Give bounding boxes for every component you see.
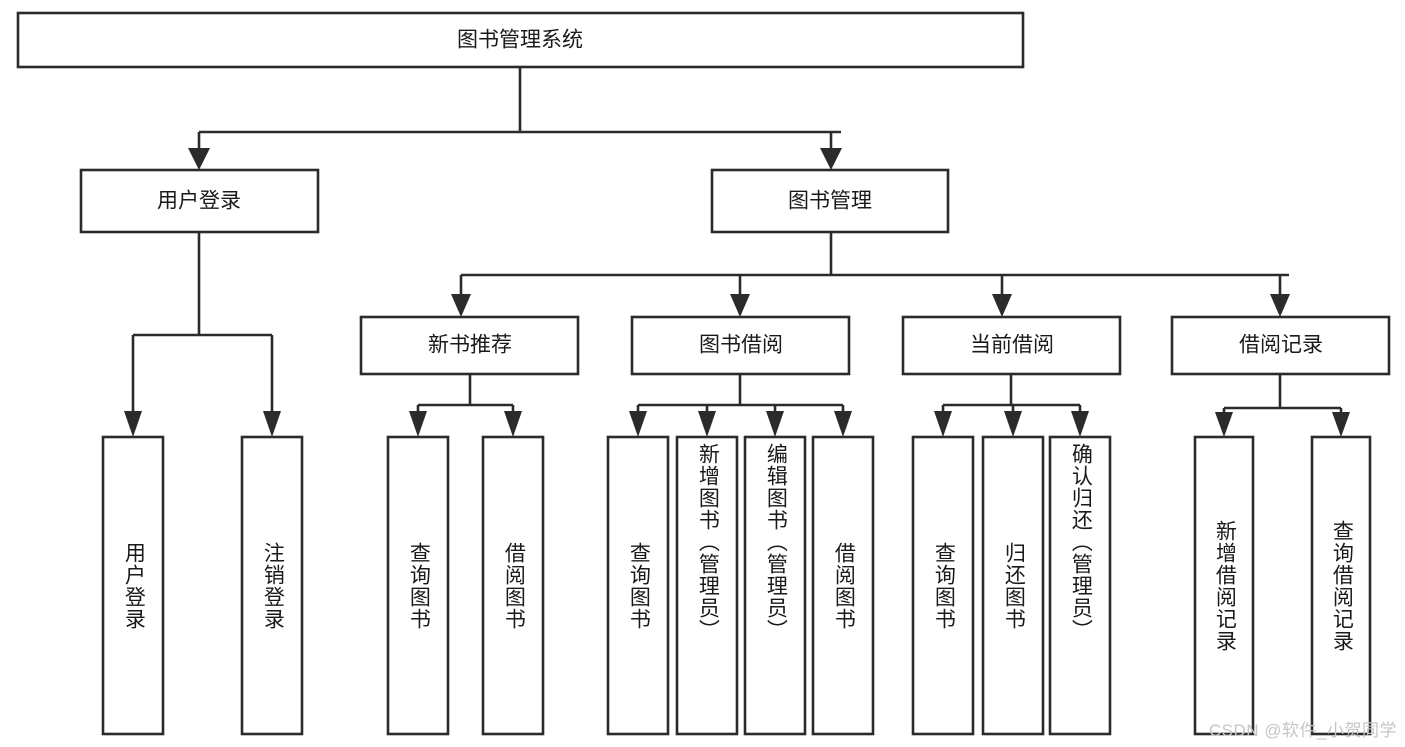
node-book-borrow-box[interactable]: [630, 315, 851, 376]
node-leaf-user-login-box[interactable]: [101, 435, 165, 736]
connectors-book-manage-to-level3: [451, 232, 1290, 317]
node-user-login[interactable]: 用户登录: [79, 168, 320, 234]
arrowhead-book-manage: [820, 148, 842, 170]
arrowhead-leaf-return-book: [1004, 411, 1022, 437]
node-leaf-query-book-2-box[interactable]: [606, 435, 670, 736]
arrowhead-book-borrow: [730, 294, 750, 317]
node-current-borrow-box[interactable]: [901, 315, 1122, 376]
node-user-login-label: 用户登录: [157, 190, 241, 213]
node-current-borrow[interactable]: 当前借阅: [901, 315, 1122, 376]
node-book-manage-label: 图书管理: [788, 190, 872, 213]
node-leaf-return-book-box[interactable]: [981, 435, 1045, 736]
node-new-book-recommend[interactable]: 新书推荐: [359, 315, 580, 376]
connectors-user-login-to-leaves: [124, 232, 281, 437]
arrowhead-leaf-edit-book: [766, 411, 784, 437]
arrowhead-new-book-recommend: [451, 294, 471, 317]
arrowhead-leaf-query-book-3: [934, 411, 952, 437]
arrowhead-leaf-user-login: [124, 411, 142, 437]
csdn-watermark: CSDN @软件_小贺同学: [1208, 721, 1397, 740]
leaf-nodes: [101, 435, 1372, 736]
node-leaf-confirm-return-box[interactable]: [1048, 435, 1112, 736]
node-new-book-recommend-box[interactable]: [359, 315, 580, 376]
connectors-current-borrow-to-leaves: [934, 374, 1089, 437]
node-book-borrow[interactable]: 图书借阅: [630, 315, 851, 376]
node-borrow-record-box[interactable]: [1170, 315, 1391, 376]
node-user-login-box[interactable]: [79, 168, 320, 234]
arrowhead-leaf-add-borrow-record: [1215, 412, 1233, 437]
node-borrow-record-label: 借阅记录: [1239, 334, 1323, 357]
node-root-label: 图书管理系统: [457, 29, 583, 52]
connectors-root-to-level2: [188, 67, 842, 170]
node-leaf-query-borrow-record-box[interactable]: [1310, 435, 1372, 736]
node-leaf-add-book-box[interactable]: [675, 435, 739, 736]
arrowhead-leaf-logout-login: [263, 411, 281, 437]
node-book-borrow-label: 图书借阅: [699, 334, 783, 357]
node-borrow-record[interactable]: 借阅记录: [1170, 315, 1391, 376]
node-leaf-query-book-1-box[interactable]: [386, 435, 450, 736]
arrowhead-leaf-borrow-book-2: [834, 411, 852, 437]
node-new-book-recommend-label: 新书推荐: [428, 334, 512, 357]
arrowhead-user-login: [188, 148, 210, 170]
arrowhead-leaf-query-borrow-record: [1332, 412, 1350, 437]
arrowhead-leaf-borrow-book-1: [504, 411, 522, 437]
node-leaf-logout-login-box[interactable]: [240, 435, 304, 736]
node-leaf-add-borrow-record-box[interactable]: [1193, 435, 1255, 736]
arrowhead-borrow-record: [1270, 294, 1290, 317]
node-book-manage-box[interactable]: [710, 168, 950, 234]
node-root-box[interactable]: [16, 11, 1025, 69]
arrowhead-leaf-confirm-return: [1071, 411, 1089, 437]
node-book-manage[interactable]: 图书管理: [710, 168, 950, 234]
connectors-book-borrow-to-leaves: [629, 374, 852, 437]
node-root[interactable]: 图书管理系统: [16, 11, 1025, 69]
connectors-borrow-record-to-leaves: [1215, 374, 1350, 437]
arrowhead-leaf-add-book: [698, 411, 716, 437]
arrowhead-leaf-query-book-2: [629, 411, 647, 437]
arrowhead-current-borrow: [992, 294, 1012, 317]
connectors-new-book-recommend-to-leaves: [409, 374, 522, 437]
node-leaf-query-book-3-box[interactable]: [911, 435, 975, 736]
node-leaf-edit-book-box[interactable]: [743, 435, 807, 736]
node-current-borrow-label: 当前借阅: [970, 334, 1054, 357]
node-leaf-borrow-book-1-box[interactable]: [481, 435, 545, 736]
node-leaf-borrow-book-2-box[interactable]: [811, 435, 875, 736]
arrowhead-leaf-query-book-1: [409, 411, 427, 437]
